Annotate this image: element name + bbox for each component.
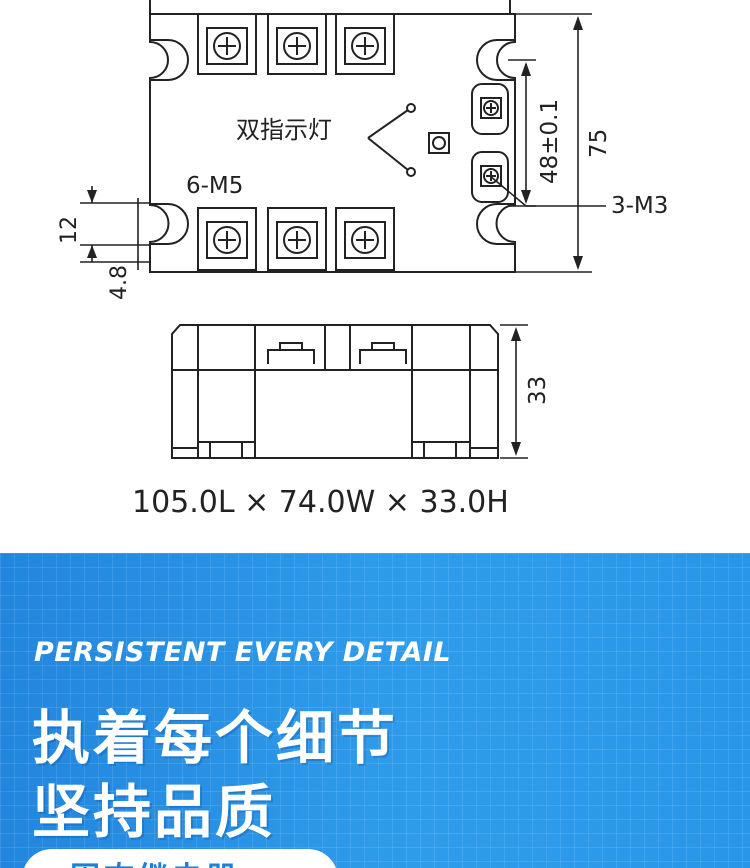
screw-icon <box>276 27 318 65</box>
control-terminal-1 <box>471 83 509 135</box>
terminal-block-bottom-1 <box>197 207 257 271</box>
relay-diagram-svg: 双指示灯 6-M5 3-M3 48±0.1 75 12 4.8 33 105.0… <box>57 0 668 520</box>
terminal-block-top-2 <box>267 13 327 75</box>
screw-icon <box>344 27 386 65</box>
screw-icon <box>206 221 248 259</box>
indicator-dot-icon <box>406 167 416 177</box>
height-dimension: 75 <box>586 129 612 158</box>
small-screw-icon <box>480 97 502 119</box>
banner-title-en: PERSISTENT EVERY DETAIL <box>34 637 452 668</box>
indicator-label: 双指示灯 <box>236 116 332 144</box>
terminal-block-bottom-2 <box>267 207 327 271</box>
screw-icon <box>344 221 386 259</box>
banner-title-cn-line2: 坚持品质 <box>32 778 277 846</box>
mount-slot-bottom-left <box>150 203 189 245</box>
product-type-label: 固态继电器 <box>70 853 240 868</box>
screw-heads <box>206 27 502 259</box>
dimension-lines <box>80 13 606 459</box>
control-terminal-2 <box>471 151 509 203</box>
mount-slot-bottom-right <box>476 203 515 245</box>
indicator-leader <box>367 109 409 171</box>
small-screw-label: 3-M3 <box>611 193 668 219</box>
promo-banner: PERSISTENT EVERY DETAIL 执着每个细节 坚持品质 固态继电… <box>0 553 750 868</box>
product-type-pill: 固态继电器 <box>22 849 338 868</box>
screw-icon <box>276 221 318 259</box>
terminal-block-top-3 <box>335 13 395 75</box>
relay-top-view-outline <box>149 13 516 273</box>
dimension-12: 12 <box>57 216 82 244</box>
indicator-dot-icon <box>406 103 416 113</box>
dimension-4-8: 4.8 <box>107 265 132 300</box>
main-screw-label: 6-M5 <box>186 173 243 199</box>
side-terminal-icon <box>359 342 407 364</box>
arrowheads <box>87 16 583 456</box>
relay-side-view <box>171 324 499 459</box>
thickness-dimension: 33 <box>525 376 551 405</box>
banner-title-cn-line1: 执着每个细节 <box>32 704 399 772</box>
technical-drawing: 双指示灯 6-M5 3-M3 48±0.1 75 12 4.8 33 105.0… <box>57 0 669 520</box>
terminal-block-top-1 <box>197 13 257 75</box>
side-terminal-icon <box>267 342 315 364</box>
dimensions-summary: 105.0L × 74.0W × 33.0H <box>132 485 509 520</box>
indicator-led-icon <box>428 132 450 154</box>
terminal-block-bottom-3 <box>335 207 395 271</box>
screw-icon <box>206 27 248 65</box>
mount-slot-top-right <box>476 39 515 81</box>
pitch-dimension: 48±0.1 <box>537 99 563 184</box>
mount-slot-top-left <box>150 39 189 81</box>
